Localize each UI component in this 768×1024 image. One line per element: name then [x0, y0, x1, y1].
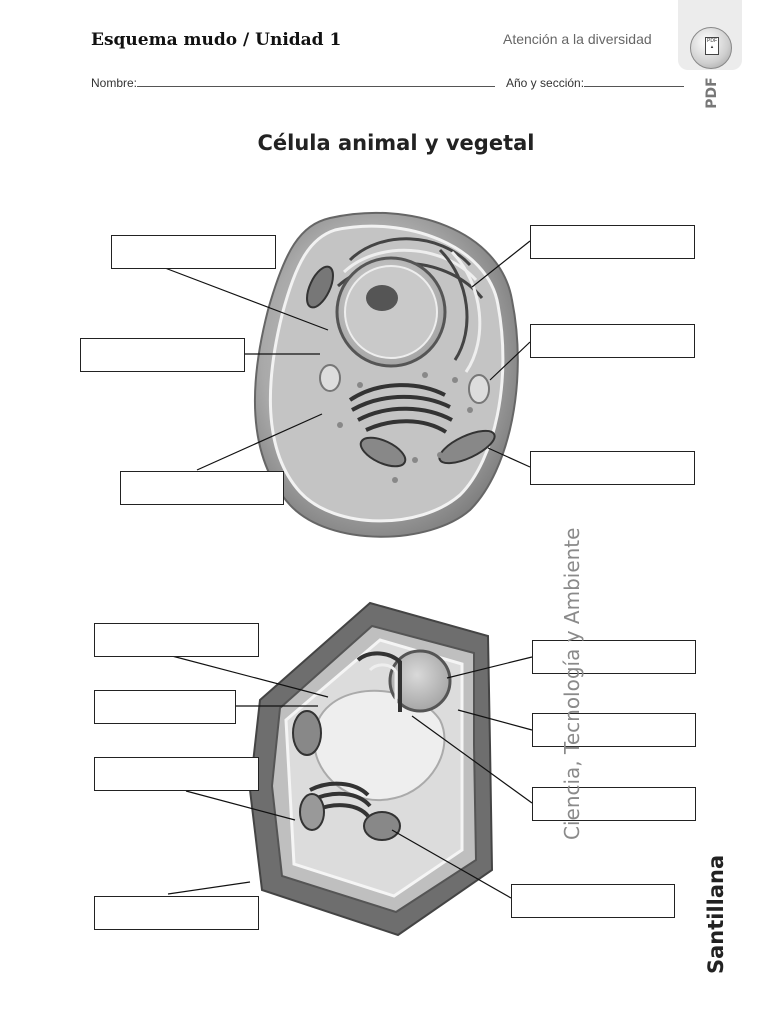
section-line[interactable]	[584, 76, 685, 87]
plant-label-box-2[interactable]	[94, 690, 236, 724]
animal-label-box-3[interactable]	[120, 471, 284, 505]
name-field[interactable]: Nombre:	[91, 76, 496, 90]
animal-label-box-6[interactable]	[530, 451, 695, 485]
section-field[interactable]: Año y sección:	[506, 76, 685, 90]
plant-label-box-3[interactable]	[94, 757, 259, 791]
animal-leader-lines	[164, 240, 531, 471]
animal-label-box-2[interactable]	[80, 338, 245, 372]
subject-sidebar-text: Ciencia, Tecnología y Ambiente	[560, 527, 584, 840]
section-label: Año y sección:	[506, 76, 585, 90]
plant-label-box-6[interactable]	[532, 713, 696, 747]
name-label: Nombre:	[91, 76, 138, 90]
document-title: Célula animal y vegetal	[257, 131, 535, 155]
publisher-brand: Santillana	[704, 854, 728, 974]
plant-label-box-8[interactable]	[511, 884, 675, 918]
plant-label-box-1[interactable]	[94, 623, 259, 657]
animal-label-box-1[interactable]	[111, 235, 276, 269]
plant-label-box-7[interactable]	[532, 787, 696, 821]
plant-cell-illustration	[248, 601, 494, 937]
animal-label-box-4[interactable]	[530, 225, 695, 259]
worksheet-title: Esquema mudo / Unidad 1	[91, 30, 342, 50]
animal-cell-illustration	[254, 211, 519, 538]
plant-label-box-4[interactable]	[94, 896, 259, 930]
worksheet-category: Atención a la diversidad	[503, 31, 652, 47]
name-line[interactable]	[137, 76, 496, 87]
pdf-document-icon: PDF▴	[705, 37, 719, 55]
animal-label-box-5[interactable]	[530, 324, 695, 358]
plant-label-box-5[interactable]	[532, 640, 696, 674]
plant-leader-lines	[167, 655, 533, 899]
